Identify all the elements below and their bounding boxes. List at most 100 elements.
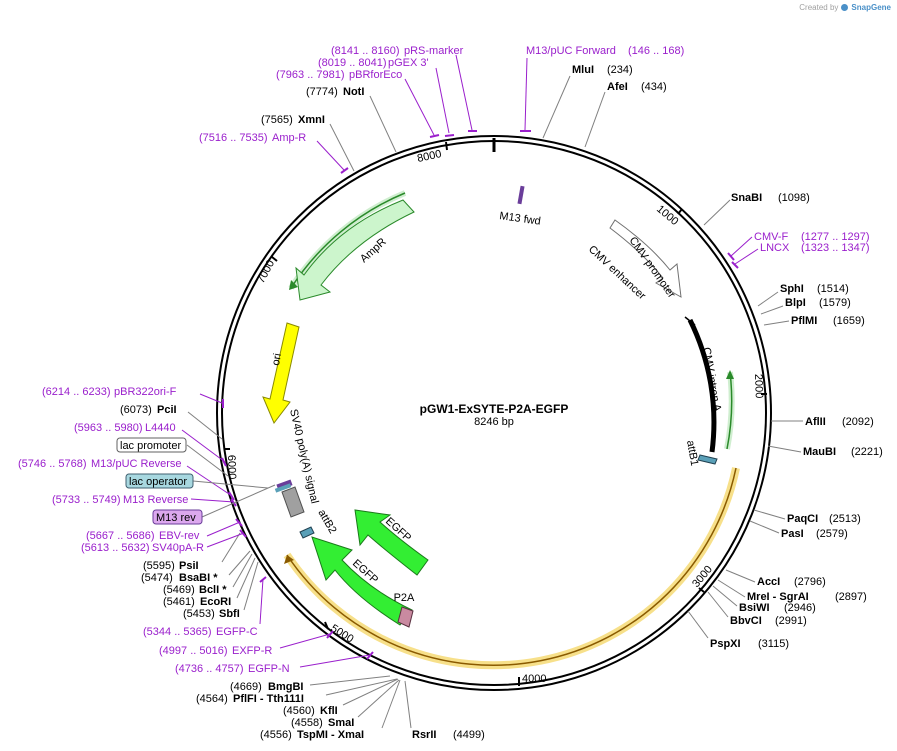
svg-text:AflII: AflII	[805, 416, 826, 428]
svg-text:pBRforEco: pBRforEco	[349, 69, 402, 81]
primer-egfp-c[interactable]: (5344 .. 5365) EGFP-C	[143, 576, 267, 638]
enzyme-paqci[interactable]: PaqCI (2513)	[753, 509, 861, 525]
enzyme-snabi[interactable]: SnaBI (1098)	[703, 192, 810, 226]
lac-promoter-label[interactable]: lac promoter	[116, 437, 229, 477]
enzyme-pcii[interactable]: (6073) PciI	[120, 404, 223, 440]
enzyme-rsrii[interactable]: RsrII (4499)	[404, 680, 485, 741]
svg-text:AccI: AccI	[757, 576, 780, 588]
primer-pgex-3[interactable]: (8019 .. 8041) pGEX 3'	[318, 57, 455, 137]
lac-operator-label[interactable]: lac operator	[125, 473, 269, 489]
svg-text:CMV-F: CMV-F	[754, 231, 789, 243]
svg-text:(1579): (1579)	[819, 297, 851, 309]
cmv-intron-label: CMV intron A	[700, 346, 723, 413]
m13-rev-label[interactable]: M13 rev	[152, 484, 276, 525]
enzyme-bsiwi[interactable]: BsiWI (2946)	[712, 585, 816, 614]
enzyme-pspxi[interactable]: PspXI (3115)	[687, 610, 789, 650]
backbone-outer-ring	[216, 135, 772, 691]
primer-l4440[interactable]: (5963 .. 5980) L4440	[74, 422, 227, 467]
svg-text:BbvCI: BbvCI	[730, 615, 762, 627]
enzyme-bmgbi[interactable]: (4669) BmgBI	[230, 675, 391, 693]
snapgene-credit: Created by SnapGene	[799, 3, 891, 12]
snapgene-logo-icon	[841, 4, 849, 11]
svg-text:M13/pUC Reverse: M13/pUC Reverse	[91, 458, 181, 470]
enzyme-pasi[interactable]: PasI (2579)	[749, 520, 848, 540]
enzyme-bsabi[interactable]: (5474) BsaBI *	[141, 550, 251, 584]
svg-text:(234): (234)	[607, 64, 633, 76]
primer-pbrforeco[interactable]: (7963 .. 7981) pBRforEco	[276, 69, 440, 138]
primer-m13-reverse[interactable]: (5733 .. 5749) M13 Reverse	[52, 494, 237, 507]
enzyme-sbfi[interactable]: (5453) SbfI	[183, 561, 259, 620]
svg-text:(2946): (2946)	[784, 602, 816, 614]
svg-text:(1514): (1514)	[817, 283, 849, 295]
enzyme-xmni[interactable]: (7565) XmnI	[261, 114, 355, 172]
enzyme-ecori[interactable]: (5461) EcoRI	[163, 557, 256, 608]
enzyme-bcli[interactable]: (5469) BclI *	[163, 553, 253, 596]
green-arc-arrowhead	[726, 370, 734, 379]
svg-text:(8019 .. 8041): (8019 .. 8041)	[318, 57, 387, 69]
svg-text:MauBI: MauBI	[803, 446, 836, 458]
cmv-enhancer-promoter-feature	[609, 219, 682, 298]
primer-ebv-rev[interactable]: (5667 .. 5686) EBV-rev	[86, 518, 243, 542]
svg-text:(1098): (1098)	[778, 192, 810, 204]
primer-egfp-n[interactable]: (4736 .. 4757) EGFP-N	[175, 651, 374, 675]
svg-text:(1323 .. 1347): (1323 .. 1347)	[801, 242, 870, 254]
svg-text:BmgBI: BmgBI	[268, 681, 303, 693]
svg-text:(7516 .. 7535): (7516 .. 7535)	[199, 132, 268, 144]
primer-m13-puc-forward[interactable]: M13/pUC Forward (146 .. 168)	[520, 45, 684, 132]
primer-prs-marker[interactable]: (8141 .. 8160) pRS-marker	[331, 45, 477, 132]
svg-text:(5469): (5469)	[163, 584, 195, 596]
svg-text:(5733 .. 5749): (5733 .. 5749)	[52, 494, 121, 506]
svg-text:(1277 .. 1297): (1277 .. 1297)	[801, 231, 870, 243]
svg-text:EGFP-N: EGFP-N	[248, 663, 290, 675]
primer-cmv-f[interactable]: CMV-F (1277 .. 1297)	[727, 231, 870, 261]
credit-prefix: Created by	[799, 3, 839, 12]
svg-text:7000: 7000	[255, 258, 277, 285]
svg-text:(1659): (1659)	[833, 315, 865, 327]
svg-text:SphI: SphI	[780, 283, 804, 295]
enzyme-psii[interactable]: (5595) PsiI	[143, 532, 241, 572]
enzyme-acci[interactable]: AccI (2796)	[725, 569, 826, 588]
primer-exfp-r[interactable]: (4997 .. 5016) EXFP-R	[159, 630, 334, 657]
enzyme-afei[interactable]: AfeI (434)	[584, 81, 667, 148]
svg-text:BsaBI *: BsaBI *	[179, 572, 218, 584]
enzyme-kfli[interactable]: (4560) KflI	[283, 678, 399, 717]
svg-text:(5474): (5474)	[141, 572, 173, 584]
enzyme-aflii[interactable]: AflII (2092)	[771, 416, 874, 428]
enzyme-mlui[interactable]: MluI (234)	[542, 64, 633, 139]
enzyme-sphi[interactable]: SphI (1514)	[757, 283, 849, 307]
svg-text:SV40pA-R: SV40pA-R	[152, 542, 204, 554]
attb1-label: attB1	[684, 439, 700, 466]
primer-m13-puc-reverse[interactable]: (5746 .. 5768) M13/pUC Reverse	[18, 458, 235, 501]
enzyme-tspmi-xmai[interactable]: (4556) TspMI - XmaI	[260, 679, 401, 741]
svg-text:pGEX 3': pGEX 3'	[388, 57, 429, 69]
tick-7000: 7000	[255, 256, 278, 285]
egfp-feature-2	[311, 536, 413, 626]
enzyme-pflmi[interactable]: PflMI (1659)	[763, 315, 865, 327]
svg-text:(2513): (2513)	[829, 513, 861, 525]
svg-text:BlpI: BlpI	[785, 297, 806, 309]
primer-lncx[interactable]: LNCX (1323 .. 1347)	[731, 242, 870, 269]
m13-fwd-feature	[517, 185, 525, 205]
svg-text:NotI: NotI	[343, 86, 364, 98]
svg-text:SmaI: SmaI	[328, 717, 354, 729]
p2a-feature	[397, 606, 414, 628]
plasmid-name: pGW1-ExSYTE-P2A-EGFP	[420, 402, 569, 416]
svg-text:(5461): (5461)	[163, 596, 195, 608]
svg-text:EXFP-R: EXFP-R	[232, 645, 272, 657]
enzyme-noti[interactable]: (7774) NotI	[306, 86, 397, 153]
enzyme-bbvci[interactable]: BbvCI (2991)	[707, 591, 807, 627]
svg-text:SnaBI: SnaBI	[731, 192, 762, 204]
enzyme-blpi[interactable]: BlpI (1579)	[760, 297, 851, 315]
insert-arrowhead	[284, 555, 294, 564]
svg-text:(434): (434)	[641, 81, 667, 93]
enzyme-maubi[interactable]: MauBI (2221)	[767, 445, 883, 458]
svg-text:PciI: PciI	[157, 404, 177, 416]
enzyme-mrei-sgrai[interactable]: MreI - SgrAI (2897)	[717, 579, 867, 603]
primer-pbr322ori-f[interactable]: (6214 .. 6233) pBR322ori-F	[42, 386, 224, 408]
svg-text:EGFP-C: EGFP-C	[216, 626, 258, 638]
tick-8000: 8000	[416, 141, 448, 165]
primer-amp-r[interactable]: (7516 .. 7535) Amp-R	[199, 132, 349, 174]
primer-sv40pa-r[interactable]: (5613 .. 5632) SV40pA-R	[81, 529, 247, 554]
enzyme-smai[interactable]: (4558) SmaI	[291, 679, 400, 729]
enzyme-pflfi-tth111i[interactable]: (4564) PflFI - Tth111I	[196, 678, 398, 705]
